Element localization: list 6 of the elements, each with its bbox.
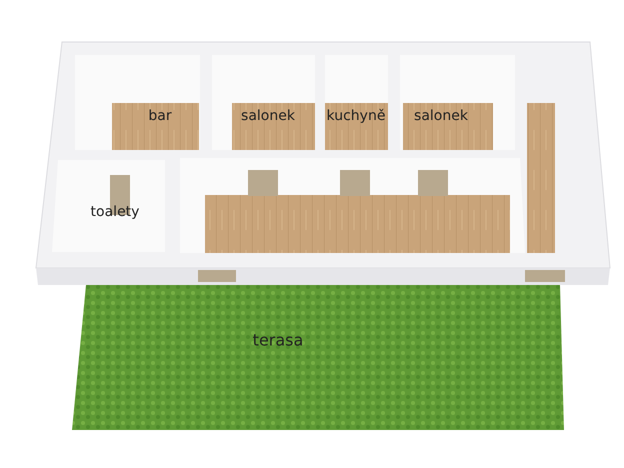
room-label: bar xyxy=(148,108,172,124)
room-label: salonek xyxy=(414,108,468,124)
room-label: toalety xyxy=(90,204,140,220)
room-label: kuchyně xyxy=(326,108,386,124)
room-label: terasa xyxy=(252,330,304,350)
room-label: salonek xyxy=(241,108,295,124)
